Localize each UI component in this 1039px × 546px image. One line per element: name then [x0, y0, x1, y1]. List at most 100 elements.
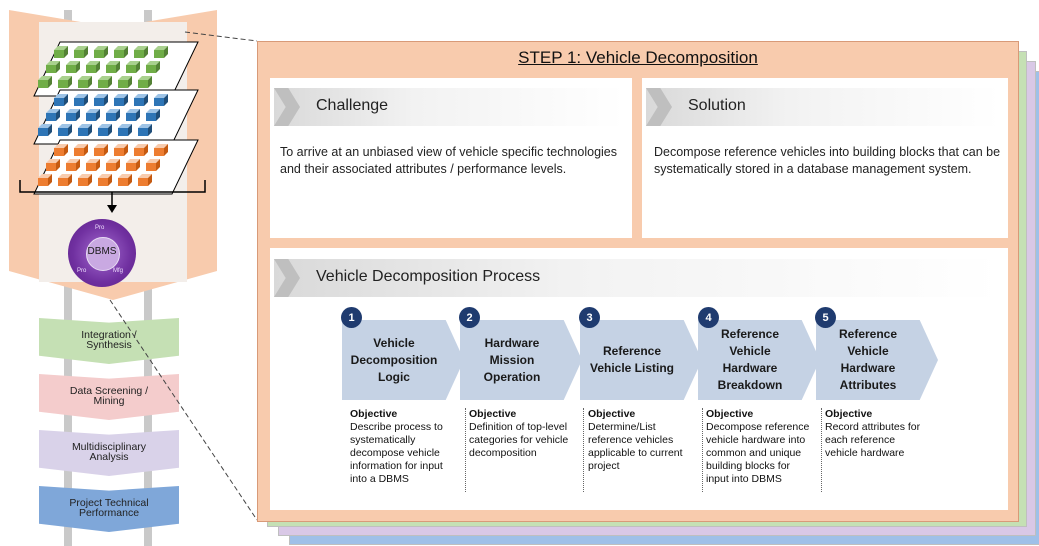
solution-text-line2: systematically stored in a database mana…	[654, 162, 972, 176]
cube-block	[94, 144, 108, 156]
cube-block	[78, 124, 92, 136]
cube-block	[74, 46, 88, 58]
step-title: STEP 1: Vehicle Decomposition	[518, 48, 758, 67]
objective-heading: Objective	[825, 408, 873, 420]
cube-block	[126, 61, 140, 73]
cube-block	[118, 76, 132, 88]
cube-block	[138, 76, 152, 88]
objective-heading: Objective	[706, 408, 754, 420]
solution-panel: Solution Decompose reference vehicles in…	[642, 78, 1008, 238]
dbms-core	[86, 237, 120, 271]
objective-line: systematically	[350, 434, 416, 446]
objective-line: information for input	[350, 460, 443, 472]
cube-block	[138, 174, 152, 186]
step-label-line: Mission	[489, 352, 535, 367]
cube-block	[58, 124, 72, 136]
cube-block	[154, 46, 168, 58]
cube-block	[114, 46, 128, 58]
step-label-line: Logic	[377, 369, 410, 384]
chevron-icon	[274, 259, 300, 297]
cube-block	[58, 76, 72, 88]
cube-block	[134, 94, 148, 106]
process-ribbon: Vehicle Decomposition Process	[274, 259, 1000, 297]
cube-block	[106, 109, 120, 121]
objective-line: common and unique	[706, 447, 802, 459]
objective-step-1: Objective Describe process to systematic…	[350, 408, 462, 486]
cube-block	[38, 174, 52, 186]
step-label-line: Reference	[602, 344, 662, 358]
cube-block	[74, 144, 88, 156]
ring-label-top: Pro	[95, 225, 105, 231]
bracket-arrow	[19, 180, 206, 213]
cube-block	[86, 61, 100, 73]
process-step-1: Vehicle Decomposition Logic	[342, 320, 464, 400]
objective-line: Determine/List	[588, 421, 656, 433]
objective-step-3: Objective Determine/List reference vehic…	[588, 408, 700, 473]
cube-block	[86, 159, 100, 171]
cube-block	[74, 94, 88, 106]
step-label-line: Hardware	[484, 335, 540, 350]
step-label-line: Vehicle	[729, 344, 771, 358]
cube-block	[138, 124, 152, 136]
objective-heading: Objective	[350, 408, 398, 420]
ring-label-left: Pro	[77, 268, 87, 274]
objective-line: Definition of top-level	[469, 421, 568, 433]
cube-block	[94, 46, 108, 58]
stage-label-line1: Integration /	[81, 329, 137, 341]
step-number-badge: 3	[579, 307, 600, 328]
stage-label-line2: Performance	[78, 507, 140, 519]
step-number-badge: 4	[698, 307, 719, 328]
cube-block	[154, 144, 168, 156]
objective-line: each reference	[825, 434, 896, 446]
process-step-4: Reference Vehicle Hardware Breakdown	[698, 320, 820, 400]
cube-block	[54, 94, 68, 106]
stage-label-line2: Synthesis	[86, 339, 132, 351]
objective-heading: Objective	[469, 408, 517, 420]
step-label-line: Reference	[720, 327, 780, 341]
objective-line: Describe process to	[350, 421, 443, 433]
cube-block	[98, 174, 112, 186]
cube-block	[146, 159, 160, 171]
solution-heading: Solution	[688, 97, 746, 114]
objective-line: building blocks for	[706, 460, 791, 472]
step-number-badge: 1	[341, 307, 362, 328]
cube-block	[66, 61, 80, 73]
cube-block	[146, 109, 160, 121]
stage-label-line1: Data Screening /	[69, 385, 149, 397]
stage-label-line1: Multidisciplinary	[71, 441, 147, 453]
objective-divider	[702, 408, 703, 492]
objective-divider	[583, 408, 584, 492]
solution-ribbon: Solution	[646, 88, 1000, 126]
cube-block	[86, 109, 100, 121]
chevron-icon	[646, 88, 672, 126]
process-step-2: Hardware Mission Operation	[460, 320, 582, 400]
process-step-5: Reference Vehicle Hardware Attributes	[816, 320, 938, 400]
challenge-text-line1: To arrive at an unbiased view of vehicle…	[280, 145, 617, 159]
objective-line: decompose vehicle	[350, 447, 440, 459]
step-label-line: Vehicle	[373, 335, 415, 350]
cube-block	[94, 94, 108, 106]
cube-block	[114, 144, 128, 156]
cube-block	[126, 109, 140, 121]
cube-block	[58, 174, 72, 186]
objective-line: Decompose reference	[706, 421, 810, 433]
cube-block	[46, 109, 60, 121]
objective-line: project	[588, 460, 620, 472]
cube-block	[78, 76, 92, 88]
ring-label-right: Mfg	[113, 268, 124, 274]
cube-block	[54, 144, 68, 156]
step-number-badge: 2	[459, 307, 480, 328]
objective-line: input into DBMS	[706, 473, 782, 485]
challenge-heading: Challenge	[316, 97, 389, 114]
objective-divider	[465, 408, 466, 492]
objective-line: applicable to current	[588, 447, 683, 459]
objective-divider	[821, 408, 822, 492]
stage-label-line2: Mining	[93, 395, 125, 407]
step-label-line: Hardware	[840, 361, 896, 375]
challenge-panel: Challenge To arrive at an unbiased view …	[270, 78, 632, 238]
challenge-ribbon: Challenge	[274, 88, 624, 126]
cube-block	[38, 124, 52, 136]
cube-block	[78, 174, 92, 186]
